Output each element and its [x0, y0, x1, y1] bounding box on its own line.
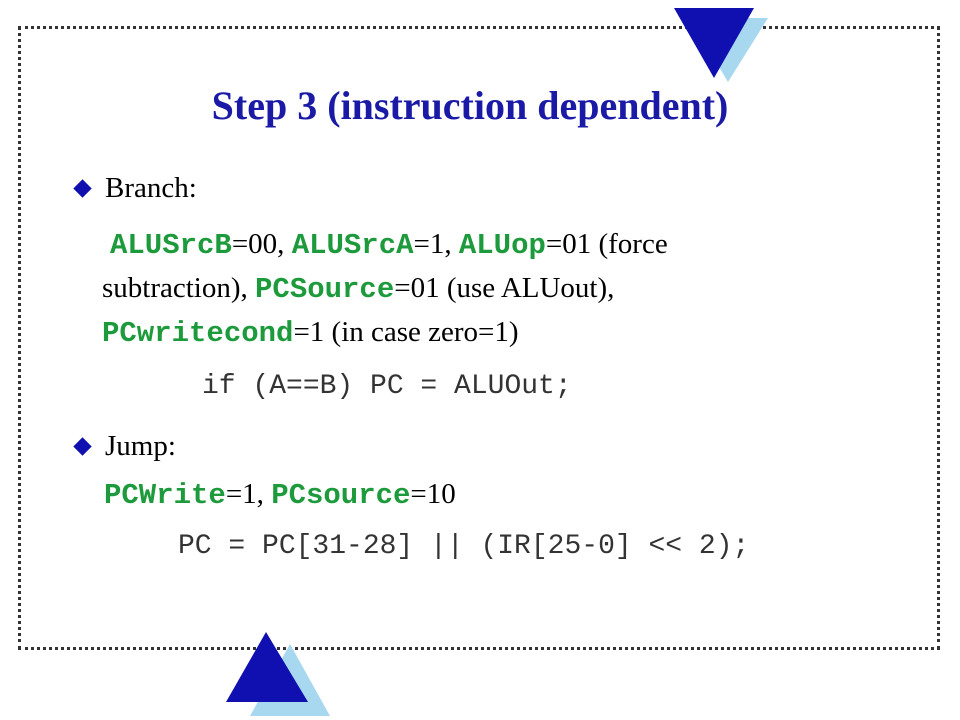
branch-line-3: PCwritecond=1 (in case zero=1): [102, 314, 519, 352]
jump-heading: Jump:: [105, 430, 176, 462]
signal-name: ALUSrcA: [291, 229, 414, 262]
jump-code: PC = PC[31-28] || (IR[25-0] << 2);: [178, 531, 750, 562]
down-triangle-icon: [674, 8, 768, 82]
branch-heading: Branch:: [105, 172, 197, 204]
signal-value: =01 (use ALUout),: [394, 272, 615, 304]
signal-value: =1,: [413, 228, 459, 260]
signal-value: =1 (in case zero=1): [293, 316, 519, 348]
signal-name: ALUSrcB: [110, 229, 232, 262]
signal-name: PCwritecond: [102, 317, 294, 350]
diamond-bullet-icon: [73, 436, 92, 456]
slide-title: Step 3 (instruction dependent): [211, 83, 729, 128]
signal-value: =1,: [225, 478, 272, 510]
branch-code: if (A==B) PC = ALUOut;: [202, 371, 572, 402]
signal-name: ALUop: [458, 229, 546, 262]
signal-name: PCSource: [255, 273, 395, 306]
slide-frame: [18, 26, 940, 650]
triangle-front: [226, 632, 308, 702]
jump-line-1: PCWrite=1, PCsource=10: [104, 476, 456, 514]
jump-bullet: Jump:: [73, 428, 176, 464]
signal-value: =01 (force: [545, 228, 668, 260]
signal-name: PCsource: [271, 479, 411, 512]
branch-bullet: Branch:: [73, 170, 197, 206]
branch-line-2: subtraction), PCSource=01 (use ALUout),: [102, 270, 614, 308]
signal-value: =00,: [231, 228, 292, 260]
up-triangle-icon: [226, 632, 330, 716]
branch-text: subtraction),: [102, 272, 256, 304]
signal-value: =10: [410, 478, 456, 510]
signal-name: PCWrite: [104, 479, 226, 512]
triangle-front: [674, 8, 754, 78]
diamond-bullet-icon: [73, 178, 92, 198]
branch-line-1: ALUSrcB=00, ALUSrcA=1, ALUop=01 (force: [110, 226, 668, 264]
